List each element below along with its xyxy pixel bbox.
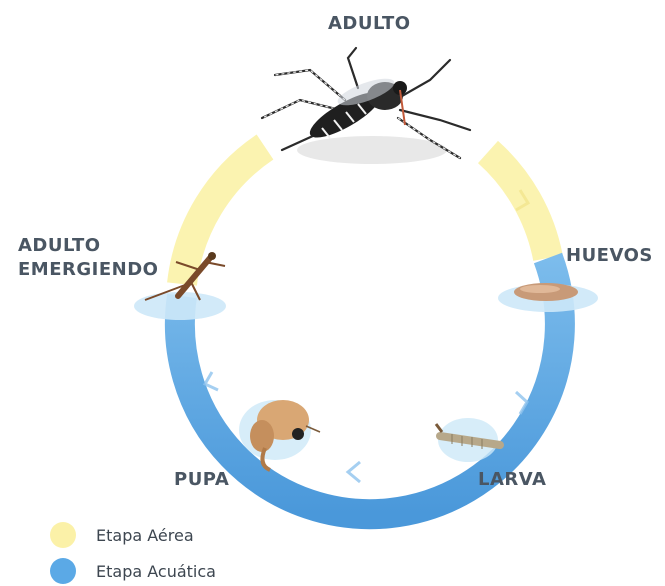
aerial-arc-left [167,134,274,286]
label-pupa: PUPA [174,469,230,490]
cycle-ring [164,134,575,530]
adult-mosquito-illustration [260,46,472,164]
legend-swatch-aquatic [50,558,76,584]
legend-label-aerial: Etapa Aérea [96,525,194,545]
legend-item-aerial: Etapa Aérea [50,522,194,548]
legend-swatch-aerial [50,522,76,548]
label-adulto: ADULTO [328,13,411,34]
legend-item-aquatic: Etapa Acuática [50,558,216,584]
eggs-illustration [498,283,598,312]
label-adulto-emergiendo-line1: ADULTO [18,235,101,256]
aerial-arc-right [477,140,563,262]
direction-arrows [202,189,531,484]
label-adulto-emergiendo-line2: EMERGIENDO [18,259,159,281]
label-huevos: HUEVOS [566,245,653,266]
label-adulto-emergiendo: ADULTO EMERGIENDO [18,234,158,283]
larva-illustration [434,418,504,462]
aquatic-arc [164,252,575,530]
pupa-illustration [239,400,321,472]
label-larva: LARVA [478,469,547,490]
emerging-adult-illustration [134,252,226,320]
legend-label-aquatic: Etapa Acuática [96,561,216,581]
